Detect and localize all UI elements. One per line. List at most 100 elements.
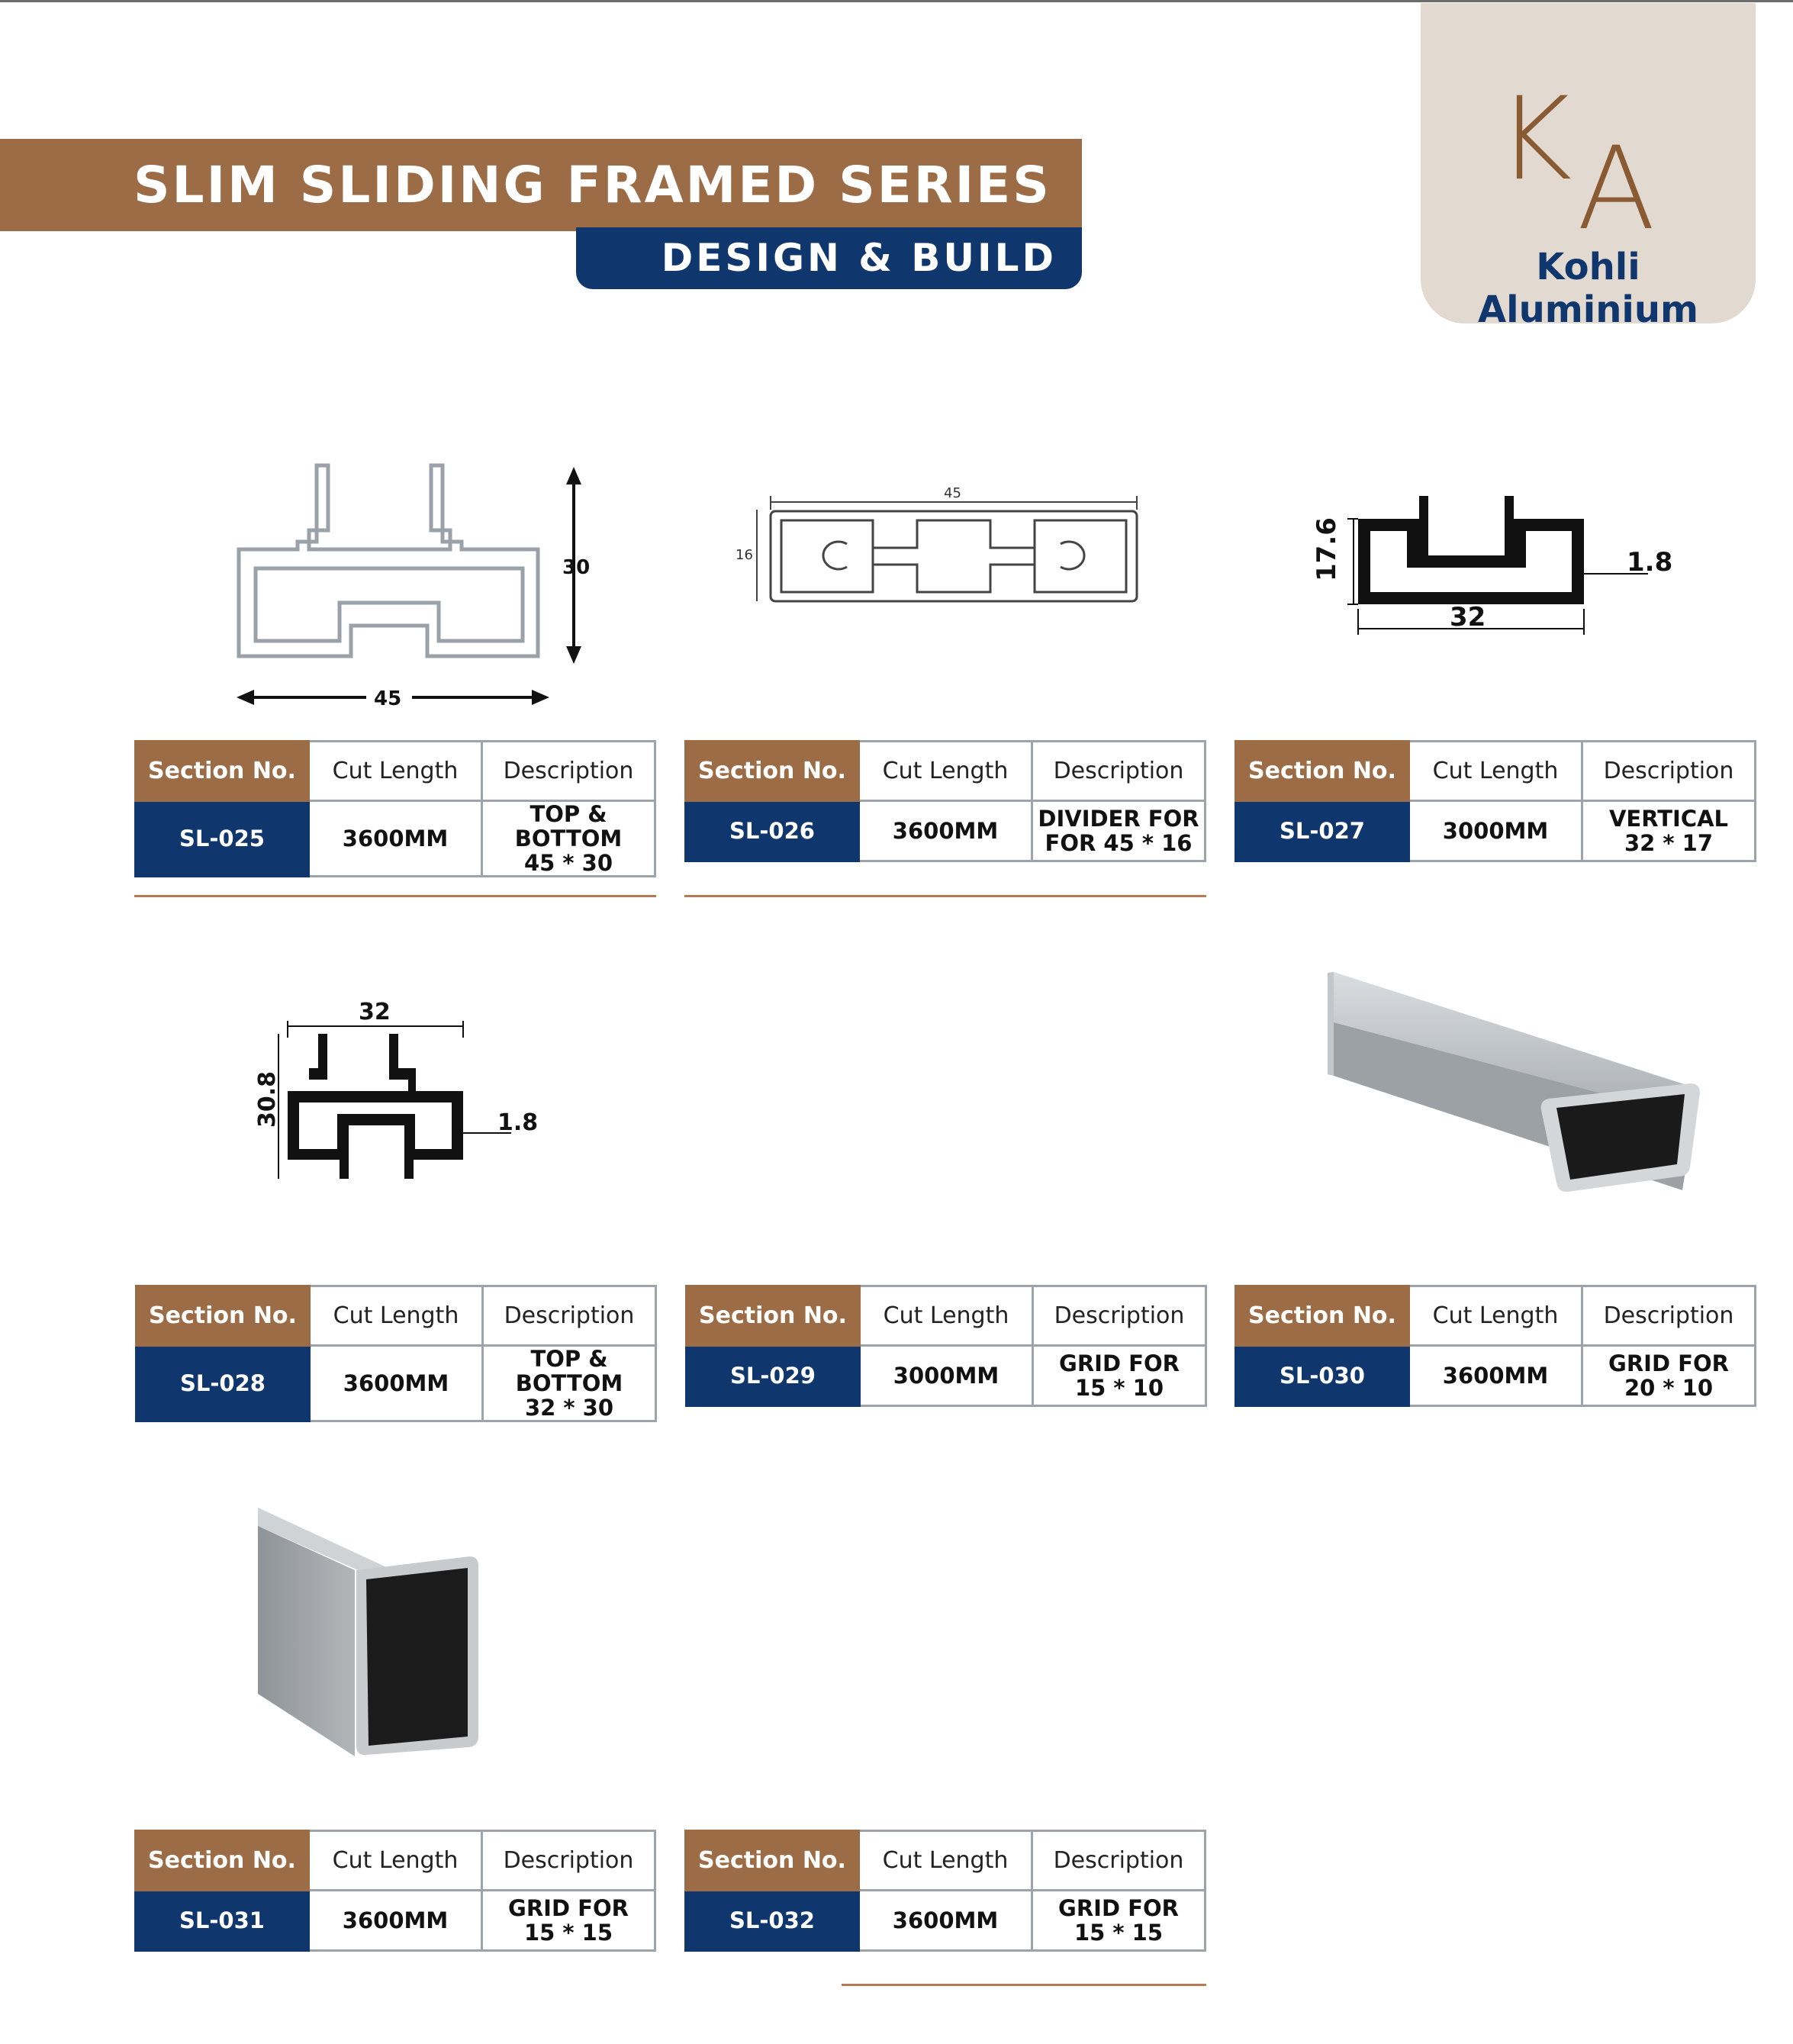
description-line-1: TOP & BOTTOM: [515, 1346, 623, 1396]
cut-length-value: 3600MM: [307, 800, 483, 877]
description-line-2: 20 * 10: [1624, 1375, 1714, 1401]
sl028-height-label: 30.8: [254, 1071, 281, 1128]
description-header: Description: [481, 1285, 657, 1347]
sl026-height-label: 16: [736, 547, 753, 563]
sl028-thickness-label: 1.8: [497, 1109, 538, 1136]
sl028-profile-drawing: 32 30.8 1.8: [254, 999, 538, 1179]
cut-length-header: Cut Length: [1408, 740, 1583, 802]
description-header: Description: [481, 740, 656, 802]
cut-length-header: Cut Length: [858, 740, 1033, 802]
description-header: Description: [1031, 740, 1206, 802]
description-line-1: GRID FOR: [1058, 1895, 1179, 1921]
spec-table-sl031: Section No. Cut Length Description SL-03…: [134, 1830, 656, 1952]
spec-table-sl027: Section No. Cut Length Description SL-02…: [1234, 740, 1756, 862]
brand-logo: K A Kohli Aluminium: [1421, 3, 1756, 331]
page-title: SLIM SLIDING FRAMED SERIES: [134, 156, 1051, 214]
cut-length-header: Cut Length: [1408, 1285, 1583, 1347]
description-line-2: 32 * 17: [1624, 830, 1714, 856]
section-no-header: Section No.: [684, 740, 860, 802]
title-band: SLIM SLIDING FRAMED SERIES: [0, 139, 1082, 231]
section-no-value: SL-028: [135, 1344, 311, 1422]
section-no-header: Section No.: [684, 1830, 860, 1891]
cut-length-value: 3600MM: [308, 1344, 484, 1422]
spec-table-sl025: Section No. Cut Length Description SL-02…: [134, 740, 656, 877]
description-line-2: 45 * 30: [523, 850, 613, 876]
cut-length-header: Cut Length: [307, 740, 483, 802]
sl028-width-label: 32: [359, 999, 391, 1025]
description-line-1: GRID FOR: [1608, 1350, 1729, 1376]
description-line-1: GRID FOR: [1059, 1350, 1180, 1376]
sl025-width-label: 45: [374, 687, 401, 710]
section-no-value: SL-026: [684, 800, 860, 862]
section-no-header: Section No.: [134, 740, 310, 802]
logo-k: K: [1497, 73, 1572, 206]
monogram-icon: K A: [1497, 73, 1656, 232]
sl025-profile-drawing: 30 45: [237, 463, 590, 710]
description-header: Description: [481, 1830, 656, 1891]
description-header: Description: [1031, 1830, 1206, 1891]
sl026-width-label: 45: [944, 485, 961, 501]
section-no-header: Section No.: [135, 1285, 311, 1347]
separator-line: [134, 895, 656, 897]
section-no-header: Section No.: [685, 1285, 861, 1347]
description-line-2: 15 * 15: [1074, 1920, 1164, 1946]
cut-length-value: 3600MM: [307, 1889, 483, 1952]
logo-name: Kohli Aluminium: [1477, 246, 1699, 331]
description-line-2: 32 * 30: [524, 1395, 614, 1421]
logo-a: A: [1577, 123, 1656, 232]
sl030-tube-image: [1328, 972, 1700, 1193]
spec-table-sl029: Section No. Cut Length Description SL-02…: [685, 1285, 1207, 1407]
description-line-2: 15 * 15: [523, 1920, 613, 1946]
spec-table-sl026: Section No. Cut Length Description SL-02…: [684, 740, 1206, 862]
spec-table-sl032: Section No. Cut Length Description SL-03…: [684, 1830, 1206, 1952]
sl027-thickness-label: 1.8: [1627, 547, 1672, 578]
cut-length-value: 3600MM: [858, 800, 1033, 862]
description-line-2: FOR 45 * 16: [1045, 830, 1193, 856]
section-no-header: Section No.: [1234, 1285, 1410, 1347]
separator-line: [842, 1984, 1206, 1986]
cut-length-header: Cut Length: [858, 1830, 1033, 1891]
subtitle-banner: DESIGN & BUILD: [576, 227, 1082, 289]
description-line-1: GRID FOR: [508, 1895, 629, 1921]
description-header: Description: [1581, 1285, 1756, 1347]
top-rule: [0, 0, 1793, 2]
section-no-value: SL-029: [685, 1344, 861, 1407]
page-subtitle: DESIGN & BUILD: [661, 236, 1057, 280]
sl027-profile-drawing: 17.6 32 1.8: [1312, 496, 1672, 635]
section-no-value: SL-030: [1234, 1344, 1410, 1407]
spec-table-sl030: Section No. Cut Length Description SL-03…: [1234, 1285, 1756, 1407]
section-no-value: SL-031: [134, 1889, 310, 1952]
description-line-2: 15 * 10: [1074, 1375, 1164, 1401]
sl025-height-label: 30: [562, 556, 590, 579]
separator-line: [684, 895, 1206, 897]
sl027-height-label: 17.6: [1312, 517, 1342, 581]
cut-length-value: 3600MM: [858, 1889, 1033, 1952]
sl031-tube-image: [258, 1508, 478, 1756]
cut-length-header: Cut Length: [308, 1285, 484, 1347]
section-no-value: SL-027: [1234, 800, 1410, 862]
cut-length-value: 3000MM: [858, 1344, 1034, 1407]
description-line-1: VERTICAL: [1608, 806, 1729, 832]
sl026-profile-drawing: 45 16: [736, 485, 1138, 603]
cut-length-header: Cut Length: [858, 1285, 1034, 1347]
spec-table-sl028: Section No. Cut Length Description SL-02…: [135, 1285, 657, 1422]
cut-length-value: 3000MM: [1408, 800, 1583, 862]
description-header: Description: [1032, 1285, 1207, 1347]
cut-length-value: 3600MM: [1408, 1344, 1583, 1407]
description-line-1: TOP & BOTTOM: [514, 801, 623, 851]
section-no-value: SL-025: [134, 800, 310, 877]
sl027-width-label: 32: [1450, 602, 1486, 633]
description-header: Description: [1581, 740, 1756, 802]
section-no-header: Section No.: [1234, 740, 1410, 802]
section-no-header: Section No.: [134, 1830, 310, 1891]
description-line-1: DIVIDER FOR: [1038, 806, 1199, 832]
cut-length-header: Cut Length: [307, 1830, 483, 1891]
